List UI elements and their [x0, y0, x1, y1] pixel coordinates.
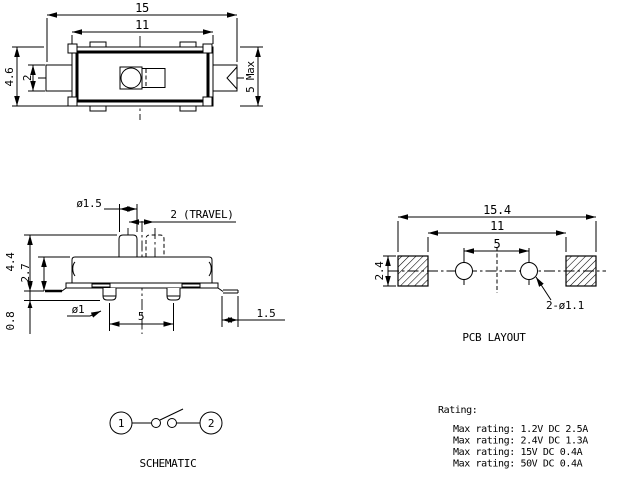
- schematic-title: SCHEMATIC: [140, 457, 197, 470]
- flange-slot-left: [91, 283, 111, 288]
- dim-pin-pitch: 5: [109, 303, 174, 331]
- top-view: 15 11 4.6 2 5 Max: [3, 1, 263, 120]
- rating-title: Rating:: [438, 405, 477, 416]
- dim-label: 2 (TRAVEL): [170, 208, 233, 221]
- left-actuator: [45, 64, 73, 92]
- dim-side-overall-height: 4.4: [4, 234, 117, 292]
- flange-slot-right: [181, 283, 201, 288]
- dim-label: 5: [138, 310, 144, 323]
- dim-pcb-pad-height: 2.4: [373, 255, 396, 287]
- hole-2: [520, 262, 538, 280]
- mount-tabs: [89, 41, 197, 112]
- knob-phantom-side: [145, 234, 165, 257]
- dim-pcb-hole-pitch: 5: [463, 237, 530, 260]
- dim-label: 2.7: [19, 264, 32, 283]
- knob-slot: [141, 68, 166, 88]
- right-actuator: [212, 64, 238, 92]
- dim-label: 5: [494, 237, 501, 251]
- contact-left: [151, 418, 161, 428]
- rating-line: Max rating: 50V DC 0.4A: [453, 459, 583, 470]
- right-actuator-notch: [226, 66, 238, 90]
- dim-pin-diameter: ø1: [67, 303, 102, 318]
- left-terminal: [45, 287, 67, 293]
- dim-top-body-width: 11: [71, 18, 214, 44]
- callout-hole-diameter: 2-ø1.1: [535, 276, 584, 312]
- dim-top-max-height: 5 Max: [240, 46, 263, 107]
- base-flange: [65, 282, 219, 289]
- dim-label: 2.4: [373, 261, 386, 281]
- dim-label: 0.8: [4, 312, 17, 331]
- dim-label: 11: [490, 219, 504, 233]
- body-clip-right: [208, 261, 212, 277]
- terminal-1-label: 1: [118, 417, 124, 430]
- dim-pin-protrusion: 0.8: [4, 283, 100, 334]
- pad-left: [397, 255, 429, 287]
- dim-side-body-height: 2.7: [19, 256, 70, 291]
- pin-1: [102, 288, 117, 301]
- rating-block: Rating: Max rating: 1.2V DC 2.5A Max rat…: [438, 405, 589, 470]
- pcb-layout-title: PCB LAYOUT: [462, 331, 526, 344]
- body-clip-left: [72, 261, 76, 277]
- dim-label: 4.6: [3, 68, 16, 87]
- rating-line: Max rating: 15V DC 0.4A: [453, 447, 583, 458]
- body-side: [71, 256, 213, 284]
- dim-top-overall-width: 15: [46, 1, 238, 62]
- dim-travel: 2 (TRAVEL): [129, 208, 236, 225]
- knob-circle: [120, 67, 142, 89]
- dim-label: ø1.5: [76, 197, 101, 210]
- dim-label: 15.4: [483, 203, 511, 217]
- dim-label: 15: [135, 1, 149, 15]
- pin-2: [166, 288, 181, 301]
- dim-label: ø1: [72, 303, 85, 316]
- dim-terminal-width: 1.5: [221, 296, 285, 327]
- switch-body-frame: [75, 50, 210, 103]
- dim-label: 1.5: [257, 307, 276, 320]
- dim-label: 4.4: [4, 252, 17, 272]
- switch-lever: [159, 408, 184, 421]
- dim-label: 2: [21, 75, 34, 81]
- dim-label: 11: [135, 18, 149, 32]
- dim-label: 5 Max: [244, 61, 257, 93]
- dim-top-actuator-height: 2: [21, 64, 45, 92]
- dim-pcb-overall-width: 15.4: [397, 203, 597, 252]
- pad-right: [565, 255, 597, 287]
- rating-line: Max rating: 1.2V DC 2.5A: [453, 424, 588, 435]
- side-view: ø1.5 2 (TRAVEL) 4.4 2.7 0.8: [4, 197, 285, 334]
- corner-notches: [67, 43, 213, 107]
- pcb-layout-view: 15.4 11 5 2.4 2-ø1.1 PCB LAYOUT: [373, 203, 606, 344]
- knob-side: [118, 234, 138, 257]
- terminal-2-label: 2: [208, 417, 214, 430]
- contact-right: [167, 418, 177, 428]
- dim-label: 2-ø1.1: [546, 299, 584, 312]
- hole-1: [455, 262, 473, 280]
- dim-knob-diameter: ø1.5: [76, 197, 138, 232]
- dim-top-overall-height: 4.6: [3, 46, 68, 107]
- dim-pcb-inner-width: 11: [427, 219, 567, 252]
- rating-line: Max rating: 2.4V DC 1.3A: [453, 436, 588, 447]
- knob-seat: [119, 66, 143, 90]
- right-terminal: [217, 287, 239, 294]
- schematic-view: 1 2 SCHEMATIC: [109, 408, 223, 470]
